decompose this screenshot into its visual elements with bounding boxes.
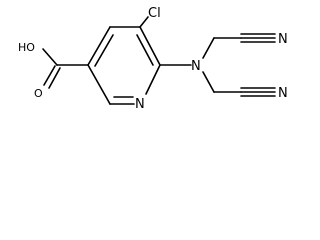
bond-c3-c4 [87,26,111,66]
bond-c5-c6-inner [136,34,154,66]
atom-oh: HO [18,41,35,54]
bond-c5-c6 [139,26,161,66]
atom-o-carbonyl: O [34,87,43,100]
bonds [42,16,276,105]
bond-c6-n1 [145,64,161,95]
molecule-diagram: HO O Cl N N N N [18,6,288,112]
bond-c3-c4-inner [94,34,114,67]
bond-c-o-double-a [43,65,56,86]
bond-c-o-double-b [48,67,61,89]
atom-n-amine: N [191,59,201,74]
bond-n-ch2-upper [202,37,215,59]
atom-n-ring: N [135,97,145,112]
atom-cl: Cl [148,6,161,21]
bond-c2-c3 [87,64,111,105]
atom-n-nitrile-lower: N [278,86,288,101]
atom-labels: HO O Cl N N N N [18,6,288,112]
bond-c5-cl [139,16,149,28]
bond-n-ch2-lower [202,71,215,93]
atom-n-nitrile-upper: N [278,32,288,47]
bond-c-oh [42,48,58,66]
